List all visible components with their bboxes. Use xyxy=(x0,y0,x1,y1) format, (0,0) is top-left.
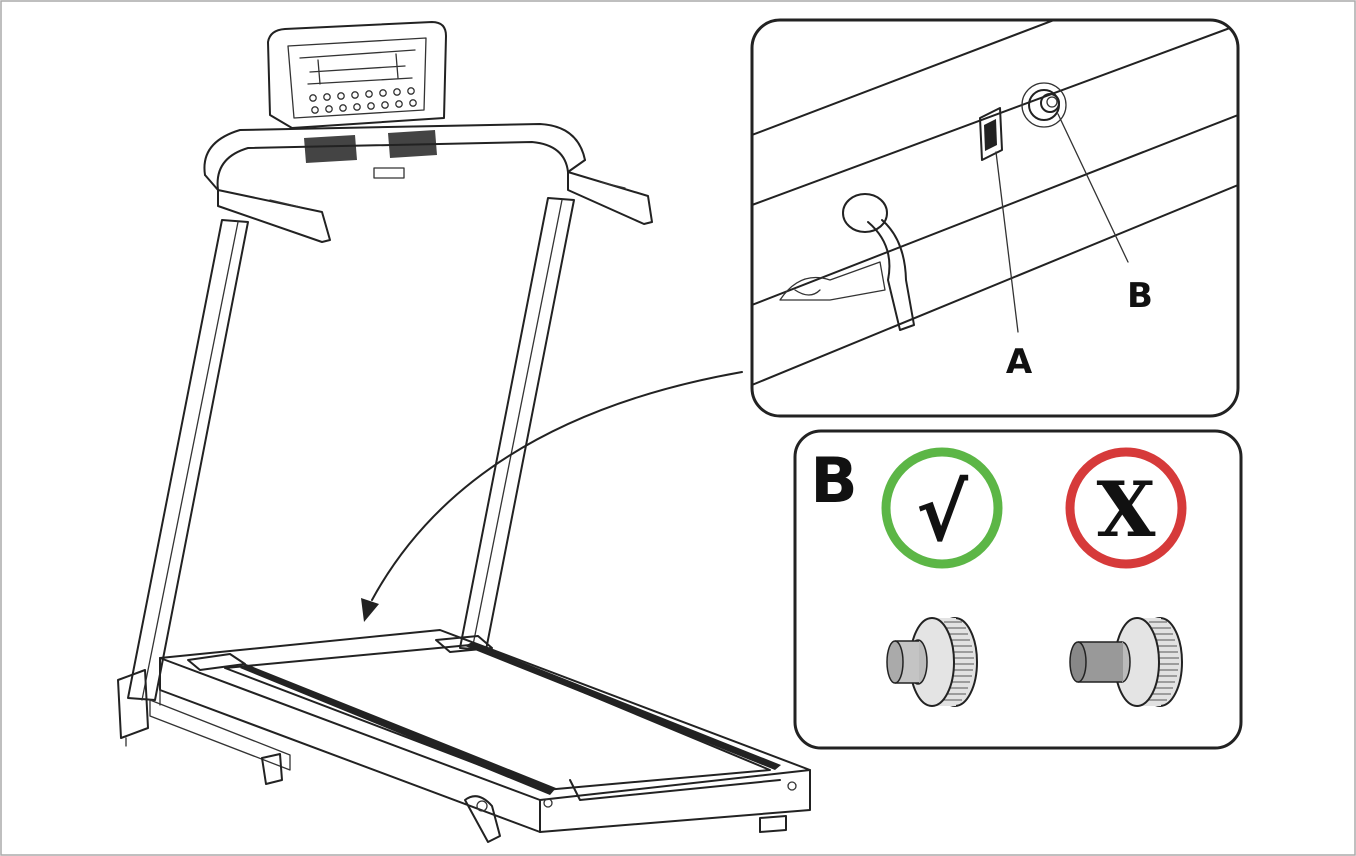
knob-pressed xyxy=(886,617,978,707)
check-icon: √ xyxy=(881,447,1003,569)
treadmill-handlebar xyxy=(203,123,653,243)
cross-icon: X xyxy=(1065,447,1187,569)
switch-label: A xyxy=(1006,342,1033,382)
treadmill-console xyxy=(267,21,447,163)
power-panel-detail: A B xyxy=(750,18,1240,418)
reset-button xyxy=(1021,82,1067,128)
treadmill-drawing xyxy=(117,21,811,843)
reset-leader-line xyxy=(1057,113,1129,263)
rocker-switch xyxy=(979,107,1003,161)
correct-mark: √ xyxy=(916,469,969,559)
reset-label: B xyxy=(1127,276,1153,316)
pointer-arrow xyxy=(361,371,743,622)
comparison-label: B xyxy=(810,444,857,517)
treadmill-deck xyxy=(125,629,811,843)
switch-leader-line xyxy=(995,151,1019,333)
wrong-mark: X xyxy=(1097,465,1156,554)
reset-button-comparison: B √ X xyxy=(793,429,1243,750)
knob-popped xyxy=(1069,617,1183,707)
